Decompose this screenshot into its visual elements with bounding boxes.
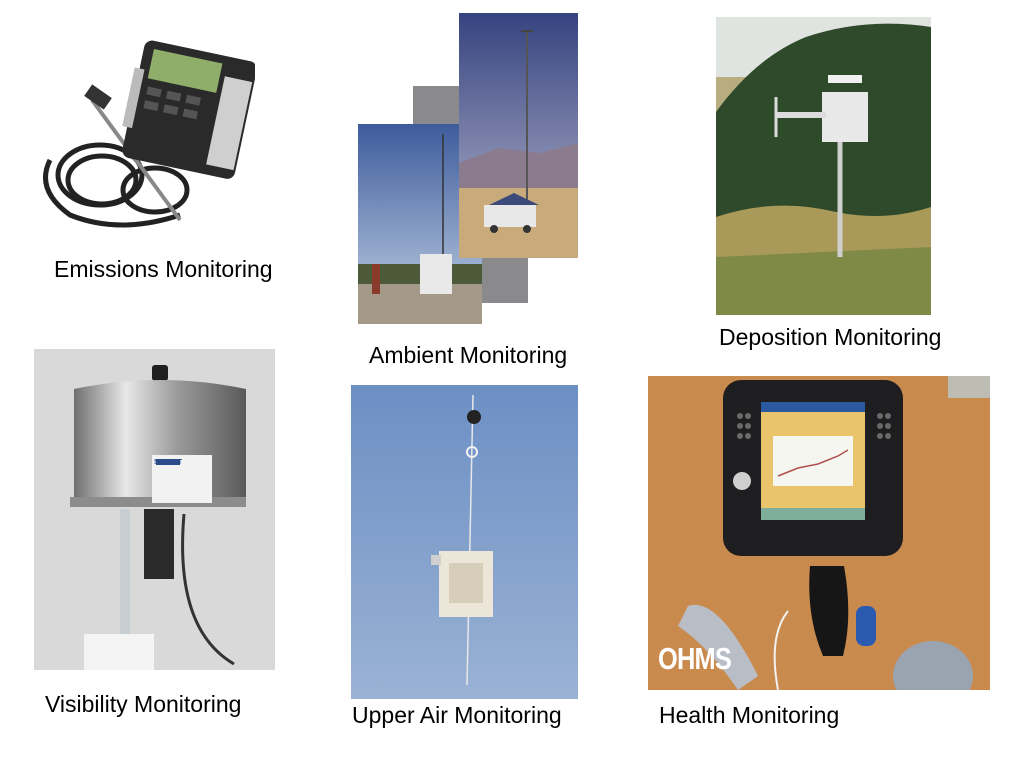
ambient-gray-tile-top [413, 86, 465, 126]
sigrist-brand-label: SIGRIST [154, 459, 194, 468]
visibility-instrument-photo [34, 349, 275, 670]
label-health-monitoring: Health Monitoring [659, 702, 840, 728]
label-upper-air-monitoring: Upper Air Monitoring [352, 702, 562, 728]
upper-air-radiosonde-photo [351, 385, 578, 699]
ambient-tower-photo-right [459, 13, 578, 258]
emissions-analyzer-photo [30, 40, 255, 235]
label-visibility-monitoring: Visibility Monitoring [45, 691, 242, 717]
sigrist-text: SIGRIST [154, 459, 183, 466]
label-emissions-monitoring: Emissions Monitoring [54, 256, 273, 282]
deposition-sampler-photo [716, 17, 931, 315]
health-device-photo [648, 376, 990, 690]
label-deposition-monitoring: Deposition Monitoring [719, 324, 942, 350]
ohms-logo-text: OHMS [658, 641, 738, 677]
label-ambient-monitoring: Ambient Monitoring [369, 342, 568, 368]
ambient-gray-tile-bottom [480, 255, 528, 303]
ohms-text: OHMS [658, 641, 732, 676]
